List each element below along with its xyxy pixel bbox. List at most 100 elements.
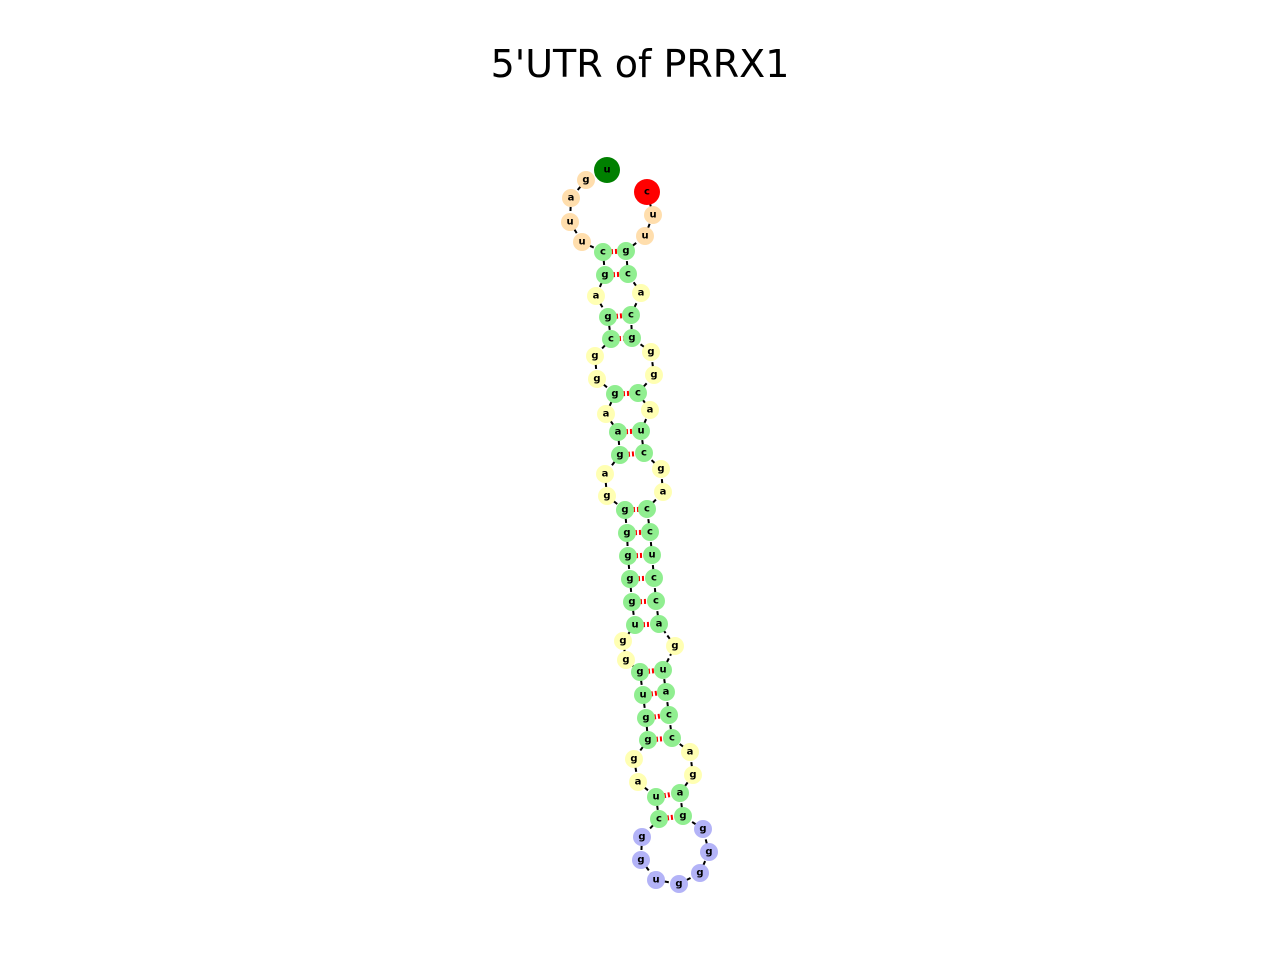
nucleotide-label: g bbox=[603, 491, 610, 502]
nucleotide-circle bbox=[587, 287, 605, 305]
nucleotide-stem: g bbox=[596, 266, 614, 284]
nucleotide-stem: g bbox=[623, 593, 641, 611]
nucleotide-hairpin-loop: u bbox=[647, 871, 665, 889]
nucleotide-circle bbox=[617, 651, 635, 669]
nucleotide-circle bbox=[577, 171, 595, 189]
nucleotide-circle bbox=[645, 569, 663, 587]
nucleotide-label: u bbox=[649, 210, 656, 221]
nucleotide-label: a bbox=[593, 291, 600, 302]
nucleotide-circle bbox=[694, 820, 712, 838]
nucleotide-label: g bbox=[622, 246, 629, 257]
nucleotide-label: a bbox=[687, 747, 694, 758]
nucleotide-hairpin-loop: g bbox=[633, 828, 651, 846]
nucleotide-label: g bbox=[689, 770, 696, 781]
nucleotide-label: c bbox=[647, 527, 653, 538]
nucleotide-label: c bbox=[608, 334, 614, 345]
nucleotide-label: u bbox=[566, 217, 573, 228]
nucleotide-stem: u bbox=[654, 661, 672, 679]
nucleotide-circle bbox=[652, 460, 670, 478]
nucleotide-circle bbox=[644, 206, 662, 224]
nucleotide-circle bbox=[681, 743, 699, 761]
nucleotide-label: g bbox=[628, 333, 635, 344]
nucleotide-label: g bbox=[616, 450, 623, 461]
nucleotide-stem: g bbox=[617, 242, 635, 260]
nucleotide-stem: u bbox=[634, 686, 652, 704]
nucleotide-label: a bbox=[615, 427, 622, 438]
nucleotide-label: c bbox=[644, 187, 650, 198]
nucleotide-stem: g bbox=[606, 385, 624, 403]
nucleotide-label: c bbox=[628, 310, 634, 321]
nucleotide-circle bbox=[637, 709, 655, 727]
nucleotide-circle bbox=[629, 773, 647, 791]
nucleotide-label: g bbox=[647, 347, 654, 358]
nucleotide-label: g bbox=[638, 832, 645, 843]
nucleotide-circle bbox=[632, 851, 650, 869]
nucleotide-internal-loop: a bbox=[587, 287, 605, 305]
nucleotide-label: c bbox=[656, 814, 662, 825]
nucleotide-stem: c bbox=[622, 306, 640, 324]
nucleotide-stem: c bbox=[660, 706, 678, 724]
nucleotide-hairpin-loop: g bbox=[691, 864, 709, 882]
nucleotide-stem: g bbox=[611, 446, 629, 464]
nucleotide-circle bbox=[561, 213, 579, 231]
nucleotide-label: u bbox=[639, 690, 646, 701]
nucleotide-stem: g bbox=[639, 731, 657, 749]
nucleotide-stem: u bbox=[632, 422, 650, 440]
nucleotide-label: c bbox=[653, 596, 659, 607]
nucleotide-hairpin-loop: g bbox=[670, 875, 688, 893]
nucleotide-stem: u bbox=[626, 616, 644, 634]
nucleotide-circle bbox=[639, 731, 657, 749]
nucleotide-stem: a bbox=[671, 784, 689, 802]
nucleotide-unpaired-end: g bbox=[577, 171, 595, 189]
nucleotide-label: c bbox=[651, 573, 657, 584]
nucleotide-circle bbox=[625, 750, 643, 768]
nucleotide-circle bbox=[594, 243, 612, 261]
nucleotide-circle bbox=[632, 422, 650, 440]
nucleotide-stem: g bbox=[616, 501, 634, 519]
nucleotide-circle bbox=[654, 483, 672, 501]
nucleotide-circle bbox=[616, 501, 634, 519]
nucleotide-circle bbox=[674, 807, 692, 825]
nucleotide-label: u bbox=[648, 550, 655, 561]
nucleotide-unpaired-end: a bbox=[562, 189, 580, 207]
nucleotide-stem: g bbox=[631, 663, 649, 681]
nucleotide-label: g bbox=[650, 370, 657, 381]
nucleotide-circle bbox=[650, 615, 668, 633]
nucleotide-label: g bbox=[621, 505, 628, 516]
nucleotide-internal-loop: a bbox=[596, 465, 614, 483]
nucleotide-label: c bbox=[625, 269, 631, 280]
nucleotide-label: a bbox=[635, 777, 642, 788]
nucleotide-circle bbox=[632, 284, 650, 302]
nucleotide-stem: g bbox=[599, 308, 617, 326]
nucleotide-label: g bbox=[705, 847, 712, 858]
nucleotide-circle bbox=[602, 330, 620, 348]
nucleotide-label: u bbox=[652, 792, 659, 803]
nucleotide-label: g bbox=[601, 270, 608, 281]
nucleotide-unpaired-end: u bbox=[644, 206, 662, 224]
nucleotide-circle bbox=[598, 487, 616, 505]
nucleotide-label: g bbox=[675, 879, 682, 890]
nucleotide-label: g bbox=[630, 754, 637, 765]
nucleotide-circle bbox=[666, 637, 684, 655]
nucleotide-stem: a bbox=[650, 615, 668, 633]
nucleotide-circle bbox=[633, 828, 651, 846]
nucleotide-circle bbox=[671, 784, 689, 802]
nucleotide-circle bbox=[634, 686, 652, 704]
nucleotide-label: c bbox=[669, 733, 675, 744]
diagram-title: 5'UTR of PRRX1 bbox=[490, 42, 790, 86]
nucleotide-label: g bbox=[593, 374, 600, 385]
nucleotide-stem: c bbox=[635, 444, 653, 462]
nucleotide-label: u bbox=[631, 620, 638, 631]
nucleotide-circle bbox=[663, 729, 681, 747]
nucleotide-circle bbox=[660, 706, 678, 724]
nucleotide-label: c bbox=[635, 388, 641, 399]
nucleotide-circle bbox=[642, 343, 660, 361]
nucleotide-stem: g bbox=[618, 524, 636, 542]
nucleotide-label: g bbox=[622, 655, 629, 666]
nucleotide-circle bbox=[641, 523, 659, 541]
nucleotide-label: g bbox=[623, 528, 630, 539]
nucleotide-stem: c bbox=[647, 592, 665, 610]
nucleotide-label: a bbox=[647, 405, 654, 416]
